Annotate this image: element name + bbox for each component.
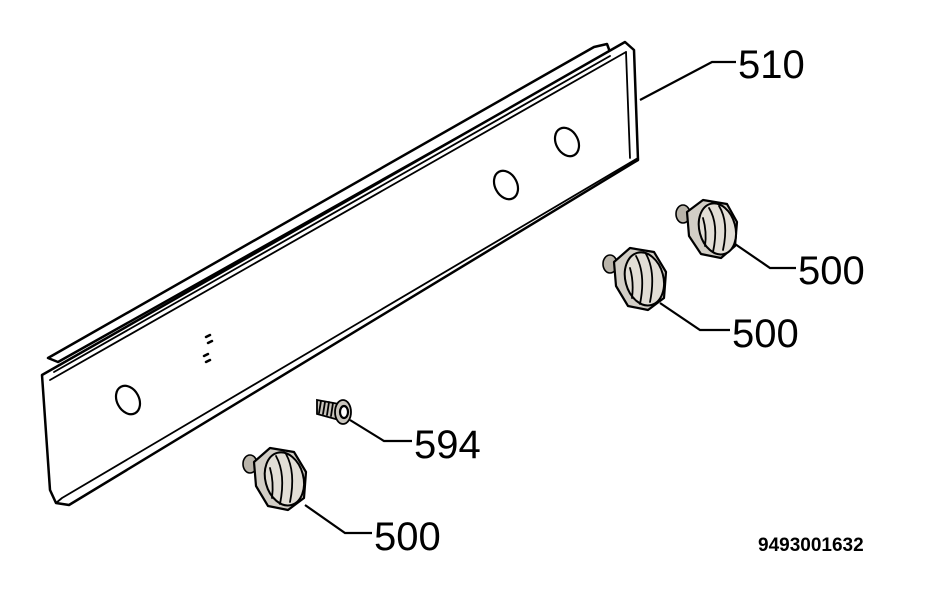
screw-594 <box>316 398 352 425</box>
leader-594 <box>349 419 412 443</box>
callout-label-500-bottom-left: 500 <box>374 515 441 559</box>
leader-500-bottom-left <box>304 504 372 535</box>
callout-label-500-top-right: 500 <box>798 249 865 293</box>
leader-500-top-right <box>734 243 796 270</box>
knob-500-top-right <box>675 198 739 260</box>
panel-hole-2 <box>492 169 520 201</box>
knob-500-bottom-left <box>242 446 308 512</box>
indicator-marks <box>202 333 214 364</box>
leader-500-middle-right <box>659 302 730 332</box>
control-panel-510 <box>40 40 640 507</box>
leader-lines <box>304 60 796 535</box>
panel-hole-3 <box>553 126 581 158</box>
callout-label-594: 594 <box>414 423 481 467</box>
callout-label-500-middle-right: 500 <box>732 312 799 356</box>
callout-label-510: 510 <box>738 43 805 87</box>
knob-500-middle-right <box>602 246 668 312</box>
document-number: 9493001632 <box>758 535 864 556</box>
leader-510 <box>639 60 736 101</box>
panel-hole-1 <box>114 384 142 416</box>
